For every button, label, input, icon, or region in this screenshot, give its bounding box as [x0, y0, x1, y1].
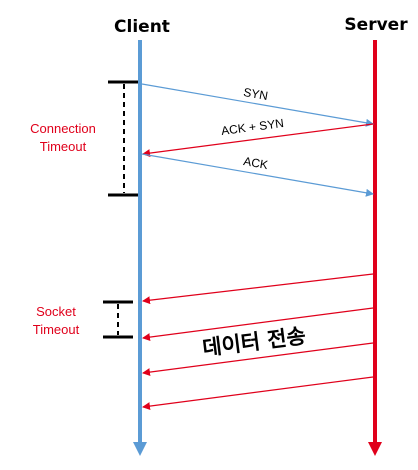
syn-ack-label: ACK + SYN	[220, 116, 284, 138]
data-arrow-3	[142, 342, 374, 377]
syn-label: SYN	[242, 85, 269, 103]
syn-ack-arrow	[142, 123, 374, 158]
data-transfer-label: 데이터 전송	[201, 324, 307, 360]
client-lifeline	[133, 40, 147, 456]
syn-arrow	[141, 83, 374, 127]
ack-arrow	[141, 153, 374, 197]
server-lifeline	[368, 40, 382, 456]
connection-timeout-label-line2: Timeout	[40, 139, 87, 154]
connection-timeout-label-line1: Connection	[30, 121, 96, 136]
data-arrow-1	[142, 273, 374, 305]
server-title: Server	[344, 15, 408, 35]
data-arrow-4	[142, 376, 374, 411]
connection-timeout-bracket	[108, 80, 138, 197]
ack-label: ACK	[242, 154, 269, 172]
socket-timeout-bracket	[103, 300, 133, 339]
data-arrow-2	[142, 307, 374, 342]
socket-timeout-label-line2: Timeout	[33, 322, 80, 337]
client-title: Client	[114, 17, 170, 37]
socket-timeout-label-line1: Socket	[36, 304, 76, 319]
